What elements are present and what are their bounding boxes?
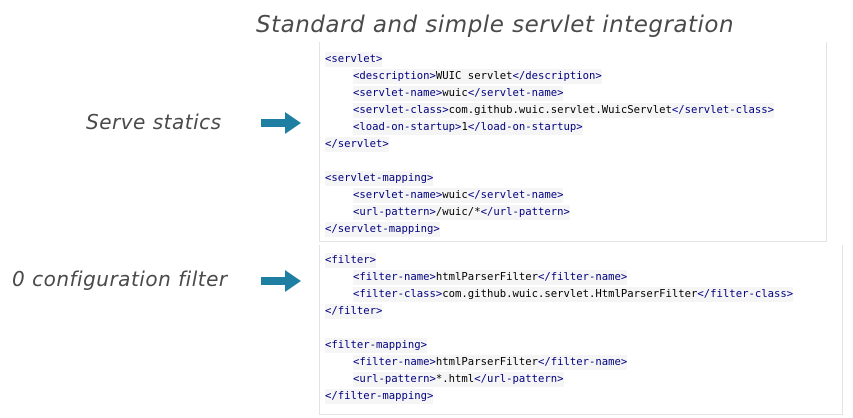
code-line: </servlet-mapping> — [325, 222, 440, 237]
code-line: <servlet-class>com.github.wuic.servlet.W… — [353, 103, 774, 118]
xml-text: com.github.wuic.servlet.WuicServlet — [448, 104, 672, 116]
xml-tag: </servlet-class> — [671, 104, 774, 116]
xml-text: WUIC servlet — [435, 70, 513, 82]
xml-tag: </servlet-name> — [467, 87, 564, 99]
xml-tag: </url-pattern> — [474, 373, 564, 385]
xml-tag: <filter> — [325, 254, 377, 266]
code-line: <filter> — [325, 253, 377, 268]
code-line: <description>WUIC servlet</description> — [353, 69, 602, 84]
code-line: <filter-name>htmlParserFilter</filter-na… — [353, 270, 628, 285]
code-line: <url-pattern>*.html</url-pattern> — [353, 372, 564, 387]
xml-tag: <filter-name> — [353, 271, 436, 283]
xml-text: 1 — [461, 121, 468, 133]
xml-text: wuic — [442, 189, 468, 201]
right-arrow-shape — [261, 270, 301, 292]
code-line: <filter-name>htmlParserFilter</filter-na… — [353, 355, 628, 370]
code-line: <servlet> — [325, 52, 383, 67]
xml-text: /wuic/* — [435, 206, 481, 218]
xml-tag: </servlet-name> — [467, 189, 564, 201]
code-line: <servlet-name>wuic</servlet-name> — [353, 188, 564, 203]
xml-tag: <servlet-name> — [353, 189, 443, 201]
xml-tag: <servlet-mapping> — [325, 172, 434, 184]
xml-tag: </filter-class> — [697, 288, 794, 300]
xml-text: wuic — [442, 87, 468, 99]
xml-tag: <servlet-class> — [353, 104, 449, 116]
xml-tag: </servlet> — [325, 138, 389, 150]
xml-tag: <servlet> — [325, 53, 383, 65]
right-arrow-icon — [261, 112, 301, 134]
serve-statics-label: Serve statics — [86, 110, 222, 134]
xml-tag: <url-pattern> — [353, 206, 436, 218]
code-line: </filter> — [325, 304, 383, 319]
right-arrow-icon — [261, 270, 301, 292]
xml-tag: <url-pattern> — [353, 373, 436, 385]
xml-tag: </load-on-startup> — [467, 121, 583, 133]
xml-tag: </description> — [512, 70, 602, 82]
xml-text: com.github.wuic.servlet.HtmlParserFilter — [442, 288, 698, 300]
xml-tag: </url-pattern> — [480, 206, 570, 218]
code-line: </servlet> — [325, 137, 389, 152]
xml-tag: <filter-name> — [353, 356, 436, 368]
code-line: </filter-mapping> — [325, 389, 434, 404]
code-line: <filter-mapping> — [325, 338, 428, 353]
xml-tag: </servlet-mapping> — [325, 223, 440, 235]
code-line: <url-pattern>/wuic/*</url-pattern> — [353, 205, 570, 220]
xml-tag: </filter> — [325, 305, 383, 317]
xml-tag: <servlet-name> — [353, 87, 443, 99]
xml-tag: <filter-class> — [353, 288, 443, 300]
xml-tag: </filter-name> — [537, 271, 628, 283]
code-line: <load-on-startup>1</load-on-startup> — [353, 120, 583, 135]
code-line: <servlet-mapping> — [325, 171, 434, 186]
xml-tag: <load-on-startup> — [353, 121, 462, 133]
code-line: <filter-class>com.github.wuic.servlet.Ht… — [353, 287, 794, 302]
xml-tag: </filter-name> — [537, 356, 628, 368]
xml-tag: <description> — [353, 70, 436, 82]
right-arrow-shape — [261, 112, 301, 134]
xml-tag: </filter-mapping> — [325, 390, 434, 402]
diagram-title: Standard and simple servlet integration — [256, 12, 735, 38]
filter-config-label: 0 configuration filter — [12, 267, 228, 291]
xml-text: htmlParserFilter — [435, 356, 538, 368]
xml-text: *.html — [435, 373, 475, 385]
code-line: <servlet-name>wuic</servlet-name> — [353, 86, 564, 101]
xml-tag: <filter-mapping> — [325, 339, 428, 351]
xml-text: htmlParserFilter — [435, 271, 538, 283]
